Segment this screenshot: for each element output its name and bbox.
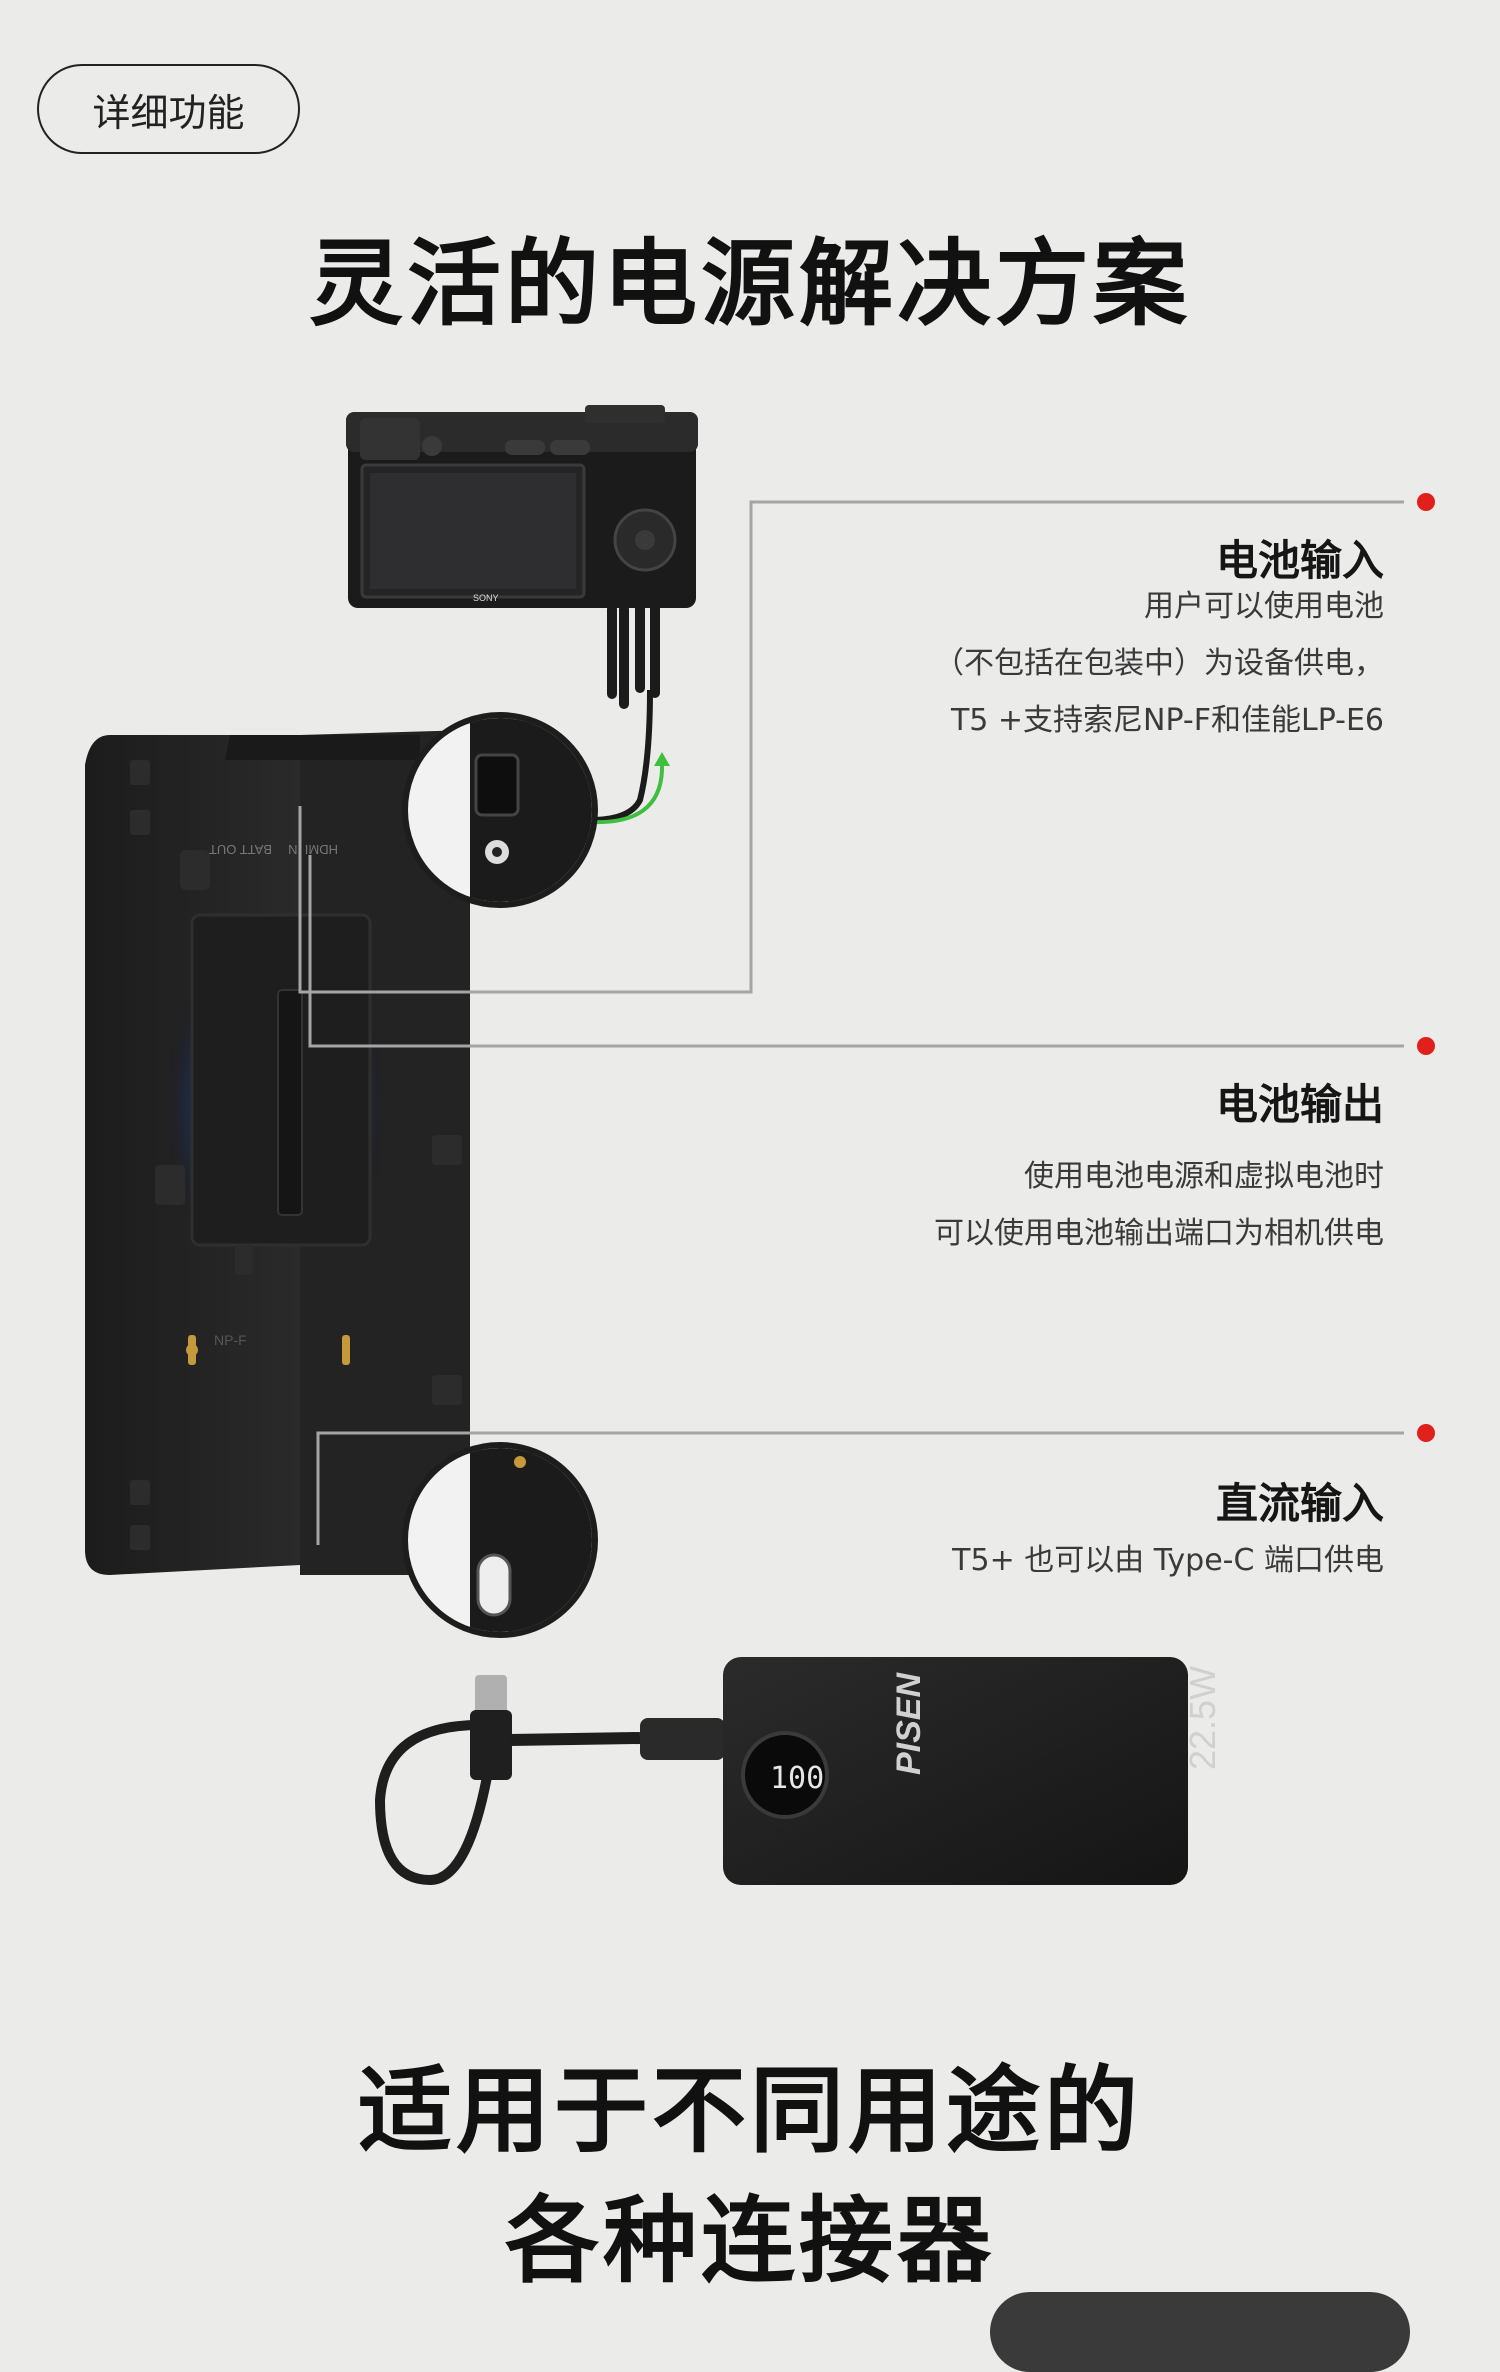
next-section-shape [990, 2292, 1410, 2372]
camera [346, 405, 698, 825]
power-bank-brand: PISEN [890, 1672, 928, 1775]
callout-dot [1417, 493, 1435, 511]
callout-dot [1417, 1037, 1435, 1055]
section-title-line1: 适用于不同用途的 [357, 2057, 1142, 2166]
feature-battery-input-desc: 用户可以使用电池 （不包括在包装中）为设备供电， T5 +支持索尼NP-F和佳能… [934, 589, 1384, 738]
page-title: 灵活的电源解决方案 [308, 230, 1191, 339]
feature-battery-output-title: 电池输出 [1215, 1080, 1384, 1129]
plate-label-batt-out: BATT OUT [209, 842, 272, 857]
usb-cable [374, 1675, 725, 1886]
product-illustration: SONY BATT OUT HDMI IN NP-F [85, 405, 1404, 1886]
feature-battery-output-desc: 使用电池电源和虚拟电池时 可以使用电池输出端口为相机供电 [934, 1159, 1384, 1251]
detail-tag: 详细功能 [37, 64, 300, 154]
callout-lines [298, 500, 1404, 1545]
feature-dc-input-desc: T5+ 也可以由 Type-C 端口供电 [952, 1543, 1384, 1578]
camera-brand: SONY [473, 593, 499, 603]
v-mount-plate [85, 730, 470, 1575]
power-bank [723, 1657, 1188, 1885]
power-bank-display: 100 [770, 1761, 824, 1796]
feature-battery-input-title: 电池输入 [1215, 536, 1384, 585]
feature-dc-input-title: 直流输入 [1215, 1479, 1384, 1528]
typec-port-zoom [402, 1442, 598, 1638]
detail-tag-label: 详细功能 [92, 90, 245, 135]
hdmi-port-zoom [402, 712, 598, 908]
plate-label-npf: NP-F [214, 1332, 247, 1348]
callout-dot [1417, 1424, 1435, 1442]
power-bank-rating: 22.5W [1182, 1666, 1223, 1770]
plate-label-hdmi-in: HDMI IN [288, 842, 338, 857]
section-title-line2: 各种连接器 [504, 2187, 995, 2296]
